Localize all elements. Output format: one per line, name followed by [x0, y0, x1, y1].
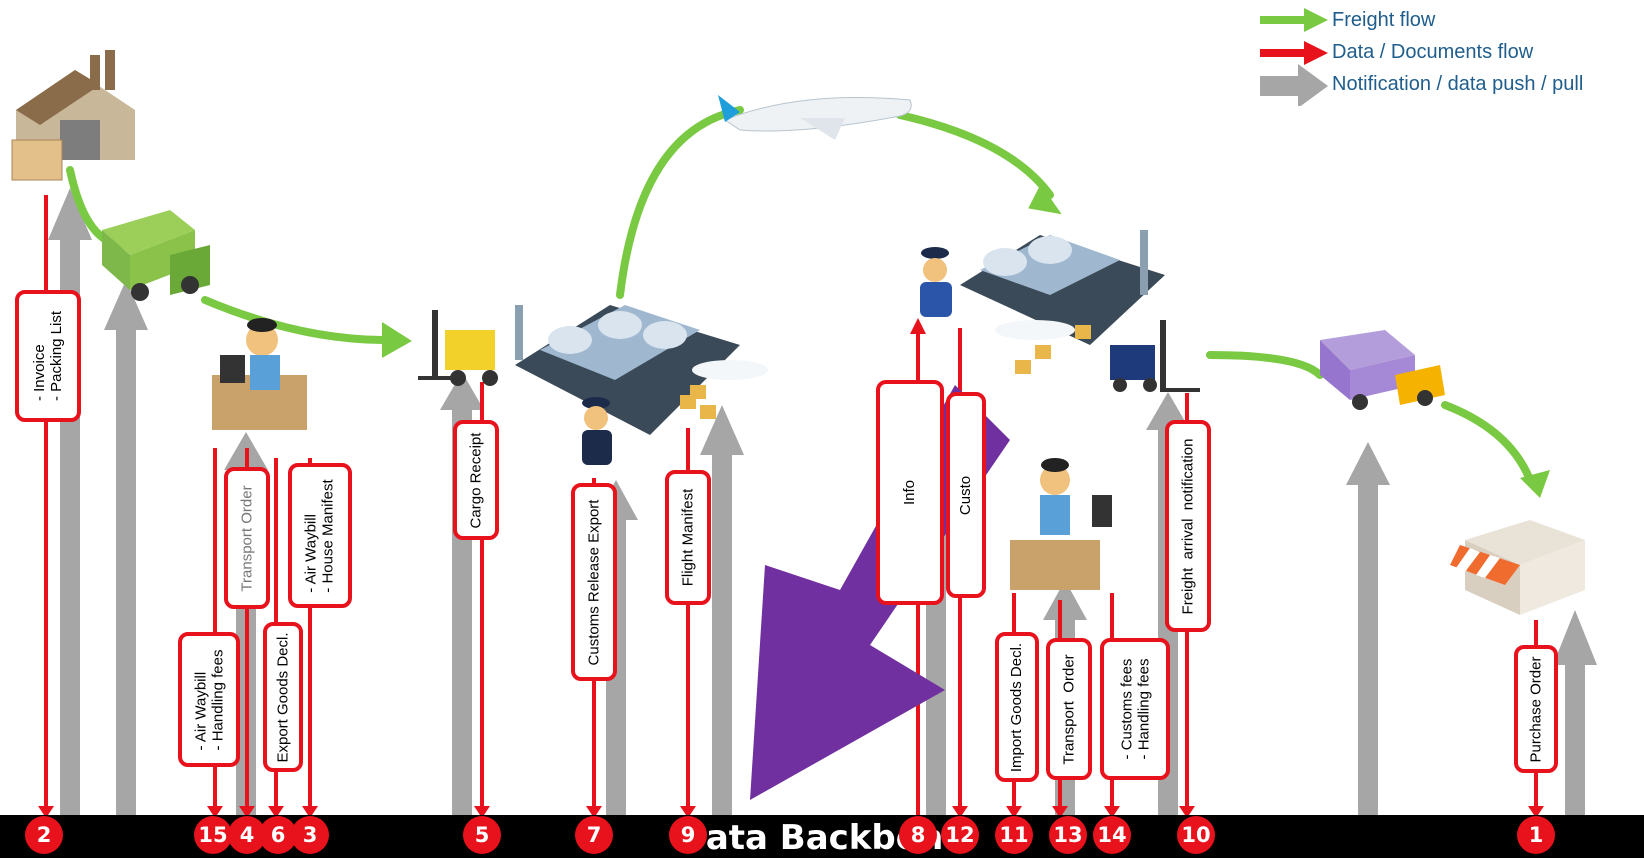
document-label: Transport Order [224, 467, 270, 609]
document-label: Transport Order [1046, 638, 1092, 780]
notification-arrow [1553, 610, 1597, 815]
step-number: 1 [1517, 816, 1555, 854]
document-label: - Air Waybill - House Manifest [288, 463, 352, 608]
notification-arrow [700, 405, 744, 815]
document-label: Info [876, 380, 944, 605]
step-number: 7 [575, 816, 613, 854]
freight-flow-segment [616, 106, 744, 299]
document-label: Import Goods Decl. [995, 632, 1039, 782]
airport-icon [515, 305, 768, 435]
truck-icon [1320, 330, 1445, 410]
step-number: 3 [291, 816, 329, 854]
truck-icon [102, 210, 210, 301]
clerk-desk-icon [1010, 458, 1112, 590]
factory-icon [11, 50, 135, 181]
document-label: Purchase Order [1514, 645, 1558, 773]
step-number: 15 [194, 816, 232, 854]
airport-icon [960, 230, 1165, 374]
clerk-desk-icon [212, 318, 307, 430]
forklift-icon [1110, 320, 1200, 392]
step-number: 6 [259, 816, 297, 854]
step-number: 5 [463, 816, 501, 854]
document-label: Freight arrival notification [1165, 420, 1211, 632]
legend-arrows [1260, 8, 1328, 106]
notification-arrow [48, 188, 92, 815]
document-label: Customs Release Export [571, 483, 617, 681]
step-number: 11 [995, 816, 1033, 854]
step-number: 4 [228, 816, 266, 854]
airplane-icon [718, 95, 912, 140]
notification-arrow [1346, 442, 1390, 815]
legend-freight-label: Freight flow [1332, 9, 1436, 31]
freight-flow-segment [896, 111, 1054, 199]
forklift-icon [418, 305, 523, 386]
document-label: - Air Waybill - Handling fees [178, 632, 240, 767]
freight-flow-segment [201, 296, 389, 344]
step-number: 2 [25, 816, 63, 854]
legend-freight-arrow [1260, 8, 1328, 32]
document-label: Cargo Receipt [453, 420, 499, 540]
step-number: 14 [1093, 816, 1131, 854]
legend-data-label: Data / Documents flow [1332, 41, 1534, 63]
legend: Freight flow Data / Documents flow Notif… [1260, 6, 1640, 106]
freight-flow-segment [1441, 401, 1534, 484]
document-label: Flight Manifest [665, 470, 711, 605]
step-number: 8 [899, 816, 937, 854]
step-number: 9 [669, 816, 707, 854]
document-label: Export Goods Decl. [263, 622, 303, 772]
legend-notification-label: Notification / data push / pull [1332, 73, 1584, 95]
document-label: - Invoice - Packing List [15, 290, 81, 422]
legend-data-arrow [1260, 41, 1328, 65]
document-label: Custo [946, 392, 986, 598]
customs-officer-icon [582, 397, 612, 465]
legend-notification-arrow [1260, 64, 1328, 106]
freight-arrowheads [382, 184, 1550, 498]
document-label: - Customs fees - Handling fees [1100, 638, 1170, 780]
step-number: 10 [1177, 816, 1215, 854]
notification-arrow [104, 280, 148, 815]
step-number: 13 [1049, 816, 1087, 854]
freight-flow-segment [1206, 351, 1324, 379]
customs-officer-icon [920, 247, 952, 317]
store-icon [1450, 520, 1585, 615]
step-number: 12 [941, 816, 979, 854]
